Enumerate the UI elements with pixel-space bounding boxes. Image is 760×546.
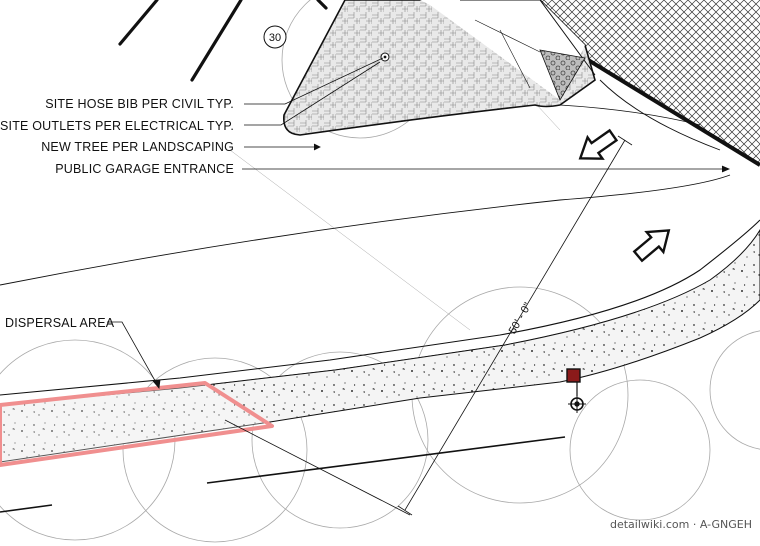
label-dispersal-area: DISPERSAL AREA	[5, 316, 115, 330]
hose-bib-symbol	[568, 395, 586, 413]
planting-strip	[0, 229, 760, 463]
label-new-tree: NEW TREE PER LANDSCAPING	[41, 140, 234, 154]
leader-lines	[107, 57, 731, 389]
planter-island	[283, 0, 596, 136]
traffic-arrow-out	[578, 128, 619, 160]
detail-tag: 30	[263, 25, 287, 49]
watermark: detailwiki.com · A-GNGEH	[610, 518, 752, 531]
svg-text:30: 30	[269, 32, 281, 44]
label-outlets: SITE OUTLETS PER ELECTRICAL TYP.	[0, 119, 234, 133]
label-garage-entrance: PUBLIC GARAGE ENTRANCE	[55, 162, 234, 176]
traffic-arrow-in	[632, 229, 671, 263]
parking-stall-lines	[118, 0, 328, 82]
dispersal-area	[0, 381, 274, 467]
site-outlet-symbol	[566, 368, 581, 396]
label-hose-bib: SITE HOSE BIB PER CIVIL TYP.	[45, 97, 234, 111]
lower-lane-lines	[0, 419, 566, 516]
